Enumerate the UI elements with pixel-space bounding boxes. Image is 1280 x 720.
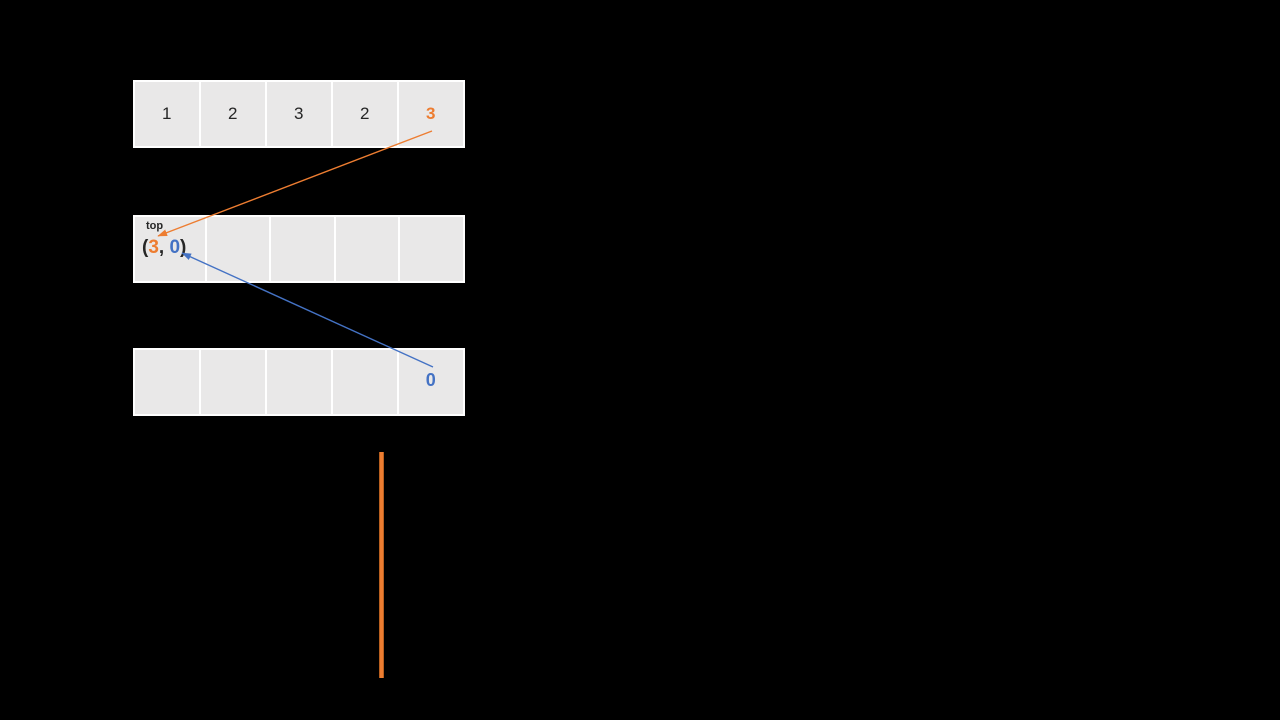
tuple-close-paren: ) xyxy=(180,237,187,258)
input-value-3: 2 xyxy=(360,104,370,123)
output-cell-0 xyxy=(135,350,199,414)
stack-cell-3 xyxy=(335,217,399,281)
stack-top-pointer-label: top xyxy=(146,220,164,232)
stack-cell-0-top: top (3, 0) xyxy=(135,217,205,281)
output-cell-4: 0 xyxy=(399,350,463,414)
input-cell-4-highlighted: 3 xyxy=(399,82,463,146)
tuple-value: 3 xyxy=(148,237,159,258)
input-value-0: 1 xyxy=(162,104,172,123)
tuple-comma: , xyxy=(158,237,170,258)
orange-vertical-bar xyxy=(379,452,384,678)
input-cell-2: 3 xyxy=(267,82,331,146)
output-value-4: 0 xyxy=(425,369,437,390)
input-value-4-highlighted: 3 xyxy=(426,104,436,123)
stack-cell-1 xyxy=(206,217,270,281)
stack-cell-2 xyxy=(271,217,334,281)
tuple-index: 0 xyxy=(169,237,181,258)
input-array: 1 2 3 2 3 xyxy=(133,80,465,148)
tuple-open-paren: ( xyxy=(142,237,149,258)
input-cell-3: 2 xyxy=(333,82,397,146)
output-cell-3 xyxy=(333,350,397,414)
input-cell-1: 2 xyxy=(201,82,265,146)
stack-tuple: (3, 0) xyxy=(142,236,186,260)
input-cell-0: 1 xyxy=(135,82,199,146)
input-value-2: 3 xyxy=(294,104,304,123)
output-array: 0 xyxy=(133,348,465,416)
input-value-1: 2 xyxy=(228,104,238,123)
output-cell-1 xyxy=(201,350,265,414)
output-cell-2 xyxy=(267,350,331,414)
stack-cell-4 xyxy=(400,217,463,281)
stack-array: top (3, 0) xyxy=(133,215,465,283)
